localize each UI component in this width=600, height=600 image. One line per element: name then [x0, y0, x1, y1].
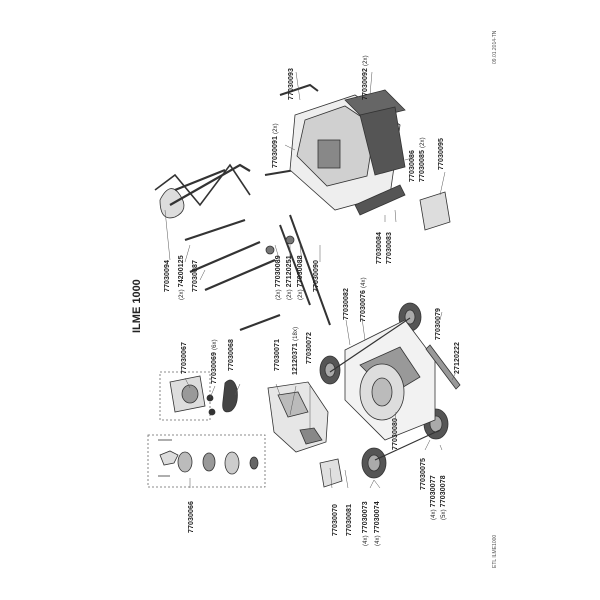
drive-belt — [222, 379, 238, 413]
part-label-77030085: 77030085 (2x) — [419, 137, 426, 182]
part-label-77030067: 77030067 — [181, 342, 188, 374]
front-wheel-left — [319, 355, 341, 385]
part-label-77030074: (4x) 77030074 — [374, 501, 381, 546]
part-label-77030091: 77030091 (2x) — [272, 123, 279, 168]
motor-assembly — [147, 434, 266, 488]
discharge-chute — [319, 458, 343, 488]
part-label-77030083: 77030083 — [386, 232, 393, 264]
part-label-12120371: 12120371 (18x) — [292, 326, 299, 375]
cutting-blade — [425, 344, 461, 390]
rear-flap — [419, 191, 451, 231]
part-label-77030072: 77030072 — [306, 332, 313, 364]
rear-wheel-left — [361, 447, 387, 479]
part-label-77030092: 77030092 (2x) — [362, 55, 369, 100]
part-label-77030095: 77030095 — [438, 138, 445, 170]
part-label-77030087: 77030087 — [192, 260, 199, 292]
part-label-77030070: 77030070 — [332, 504, 339, 536]
part-label-74200125: (2x) 74200125 — [178, 255, 185, 300]
part-label-77030075: 77030075 — [420, 458, 427, 490]
part-label-77030066: 77030066 — [188, 501, 195, 533]
handle-assembly — [154, 163, 281, 332]
part-label-77030071: 77030071 — [274, 339, 281, 371]
part-label-27120222: 27120222 — [454, 342, 461, 374]
footer-code: ETL ILME1000 — [492, 534, 498, 568]
rear-axle — [374, 429, 441, 461]
part-label-77030077: (4x) 77030077 — [430, 475, 437, 520]
mower-deck — [344, 319, 436, 441]
part-label-27120251: (2x) 27120251 — [286, 255, 293, 300]
part-label-77030084: 77030084 — [376, 232, 383, 264]
part-label-77030090: 77030090 — [313, 260, 320, 292]
grass-collector — [289, 89, 406, 211]
part-label-77030086: 77030086 — [409, 150, 416, 182]
part-label-77030076: 77030076 (4x) — [360, 277, 367, 322]
part-label-77030088: (2x) 77030088 — [297, 255, 304, 300]
upper-housing — [267, 381, 329, 453]
part-label-77030069: 77030069 (6x) — [211, 339, 218, 384]
fill-level-indicator — [354, 184, 406, 216]
part-label-77030080: 77030080 — [392, 418, 399, 450]
part-label-77030093: 77030093 — [288, 68, 295, 100]
front-axle — [329, 317, 411, 373]
part-label-77030079: 77030079 — [435, 308, 442, 340]
part-label-77030082: 77030082 — [343, 288, 350, 320]
part-label-77030068: 77030068 — [228, 339, 235, 371]
grass-box-handle — [279, 83, 319, 96]
part-label-77030073: (4x) 77030073 — [362, 501, 369, 546]
part-label-77030078: (5x) 77030078 — [440, 475, 447, 520]
part-label-77030089: (2x) 77030089 — [275, 255, 282, 300]
document-title: ILME 1000 — [131, 279, 143, 333]
date-code: 09.01.2014-TN — [492, 30, 498, 64]
part-label-77030081: 77030081 — [346, 504, 353, 536]
leader-lines — [164, 71, 456, 489]
part-label-77030094: 77030094 — [164, 260, 171, 292]
pulley-assembly — [159, 371, 216, 421]
